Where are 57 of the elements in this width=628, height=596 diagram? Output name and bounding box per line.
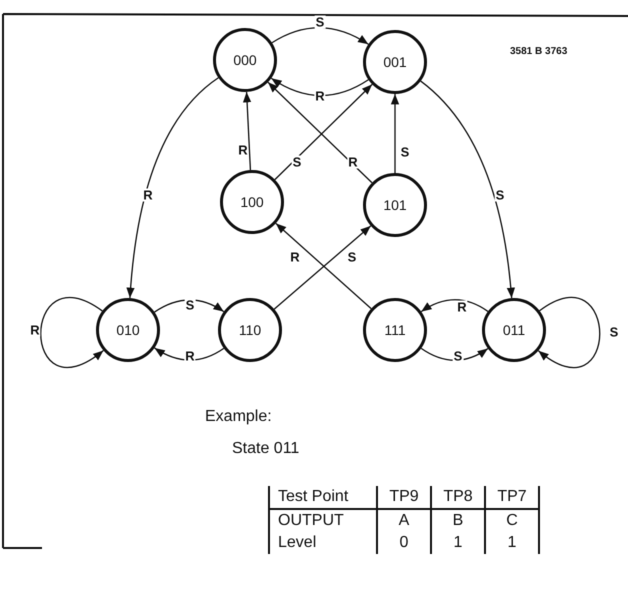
arrow — [390, 94, 400, 173]
edge-label: R — [237, 144, 249, 156]
state-circle — [363, 173, 427, 237]
state-circle — [220, 170, 284, 234]
edge-label: S — [184, 298, 196, 312]
arrow — [420, 299, 488, 312]
state-caption: State 011 — [232, 440, 300, 458]
table-cell: 1 — [485, 532, 539, 554]
arrow — [270, 78, 369, 96]
arrow — [420, 348, 488, 361]
state-circle — [482, 298, 546, 362]
state-label: 101 — [383, 197, 407, 213]
edge-label: R — [184, 350, 196, 362]
edge-label: S — [400, 146, 410, 158]
arrow — [420, 80, 515, 298]
state-circle — [96, 298, 160, 362]
state-circle — [363, 30, 427, 94]
edge-label: R — [456, 300, 468, 314]
arrow — [40, 296, 104, 368]
state-label: 011 — [502, 322, 526, 338]
state-label: 111 — [384, 322, 406, 338]
table-cell: Level — [269, 532, 377, 554]
state-label: 110 — [238, 322, 262, 338]
arrow — [242, 92, 252, 170]
table-cell: B — [431, 509, 485, 532]
edge-label: R — [347, 156, 359, 168]
edge-label: S — [292, 156, 302, 168]
arrow — [154, 347, 224, 361]
table-cell: OUTPUT — [269, 509, 377, 532]
edge-label: R — [289, 250, 301, 264]
state-circle — [213, 28, 277, 92]
edge-label: R — [142, 188, 154, 202]
table-cell: TP7 — [485, 486, 539, 509]
state-label: 100 — [240, 194, 264, 210]
table-cell: TP9 — [377, 486, 431, 509]
edge-label: S — [608, 326, 620, 338]
edge-label: S — [346, 250, 358, 264]
figure-code: 3581 B 3763 — [510, 46, 568, 57]
state-label: 010 — [116, 322, 140, 338]
state-label: 001 — [383, 54, 407, 70]
example-heading: Example: — [205, 408, 272, 426]
edge-label: S — [452, 350, 464, 362]
edge-label: R — [314, 90, 326, 102]
arrow — [126, 77, 219, 298]
arrow — [272, 27, 369, 45]
edge-label: S — [494, 188, 506, 202]
table-cell: A — [377, 509, 431, 532]
table-cell: 0 — [377, 532, 431, 554]
table-cell: TP8 — [431, 486, 485, 509]
table-cell: C — [485, 509, 539, 532]
state-label: 000 — [233, 52, 257, 68]
edge-label: S — [314, 16, 326, 28]
table-cell: Test Point — [269, 486, 377, 509]
arrow — [538, 296, 600, 368]
table-cell: 1 — [431, 532, 485, 554]
arrow — [154, 299, 224, 313]
edge-label: R — [29, 324, 41, 336]
